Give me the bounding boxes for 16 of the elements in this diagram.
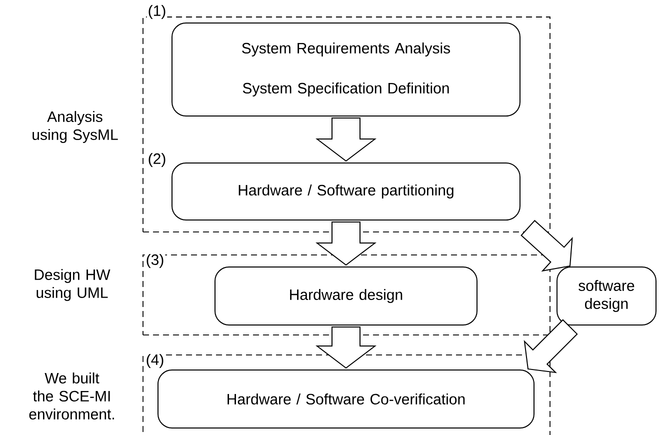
- step-number: (2): [146, 152, 168, 168]
- step-number: (1): [146, 4, 168, 20]
- block-arrow: [316, 222, 376, 266]
- process-box: software design: [556, 266, 656, 326]
- side-note: Analysis using SysML: [32, 111, 118, 143]
- process-box: System Requirements Analysis System Specification Definition: [172, 22, 520, 116]
- process-box: Hardware / Software Co-verification: [158, 369, 534, 428]
- process-box: Hardware design: [214, 266, 478, 326]
- block-arrow: [316, 118, 376, 162]
- process-box: Hardware / Software partitioning: [172, 162, 520, 220]
- step-number: (4): [144, 353, 166, 369]
- block-arrow: [524, 319, 578, 374]
- block-arrow: [316, 326, 376, 369]
- side-note: Design HW using UML: [34, 269, 110, 301]
- side-note: We built the SCE-MI environment.: [29, 372, 114, 420]
- step-number: (3): [144, 253, 166, 269]
